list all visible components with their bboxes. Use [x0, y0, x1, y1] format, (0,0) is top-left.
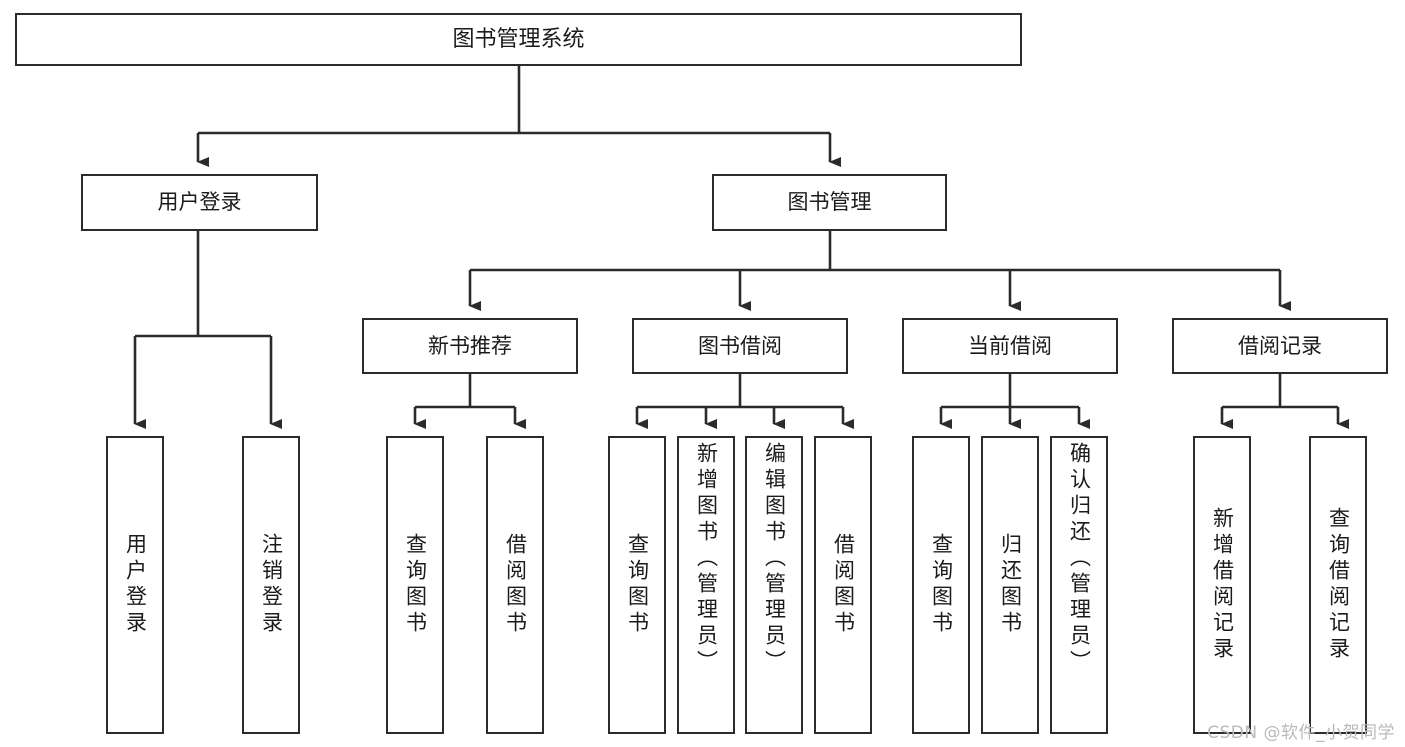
node-label: 用户登录 — [157, 190, 242, 215]
leaf-label: 编辑图书（管理员） — [762, 442, 787, 676]
leaf-add-borrow-record[interactable]: 新增借阅记录 — [1193, 436, 1251, 734]
leaf-add-book-admin[interactable]: 新增图书（管理员） — [677, 436, 735, 734]
leaf-label: 查询图书 — [403, 533, 428, 637]
leaf-label: 注销登录 — [259, 533, 284, 637]
node-label: 图书管理 — [787, 190, 872, 215]
node-book-management[interactable]: 图书管理 — [712, 174, 947, 231]
leaf-label: 新增借阅记录 — [1210, 507, 1235, 663]
csdn-watermark: CSDN @软件_小贺同学 — [1207, 723, 1395, 743]
leaf-logout-login[interactable]: 注销登录 — [242, 436, 300, 734]
leaf-return-book[interactable]: 归还图书 — [981, 436, 1039, 734]
leaf-query-book-current[interactable]: 查询图书 — [912, 436, 970, 734]
leaf-query-book-recommend[interactable]: 查询图书 — [386, 436, 444, 734]
leaf-borrow-book-recommend[interactable]: 借阅图书 — [486, 436, 544, 734]
leaf-label: 查询借阅记录 — [1326, 507, 1351, 663]
leaf-label: 借阅图书 — [831, 533, 856, 637]
leaf-edit-book-admin[interactable]: 编辑图书（管理员） — [745, 436, 803, 734]
leaf-user-login[interactable]: 用户登录 — [106, 436, 164, 734]
node-label: 图书管理系统 — [452, 26, 585, 52]
leaf-confirm-return-admin[interactable]: 确认归还（管理员） — [1050, 436, 1108, 734]
leaf-query-book-borrow[interactable]: 查询图书 — [608, 436, 666, 734]
node-label: 图书借阅 — [698, 333, 782, 358]
leaf-label: 确认归还（管理员） — [1067, 442, 1092, 676]
node-user-login[interactable]: 用户登录 — [81, 174, 318, 231]
leaf-label: 新增图书（管理员） — [694, 442, 719, 676]
leaf-label: 用户登录 — [123, 533, 148, 637]
node-label: 借阅记录 — [1238, 333, 1322, 358]
node-book-borrow[interactable]: 图书借阅 — [632, 318, 848, 374]
node-new-book-recommend[interactable]: 新书推荐 — [362, 318, 578, 374]
leaf-label: 查询图书 — [625, 533, 650, 637]
node-root-book-management-system[interactable]: 图书管理系统 — [15, 13, 1022, 66]
leaf-label: 归还图书 — [998, 533, 1023, 637]
node-borrow-record[interactable]: 借阅记录 — [1172, 318, 1388, 374]
node-current-borrow[interactable]: 当前借阅 — [902, 318, 1118, 374]
node-label: 当前借阅 — [968, 333, 1052, 358]
leaf-borrow-book[interactable]: 借阅图书 — [814, 436, 872, 734]
leaf-label: 借阅图书 — [503, 533, 528, 637]
node-label: 新书推荐 — [428, 333, 512, 358]
leaf-query-borrow-record[interactable]: 查询借阅记录 — [1309, 436, 1367, 734]
leaf-label: 查询图书 — [929, 533, 954, 637]
